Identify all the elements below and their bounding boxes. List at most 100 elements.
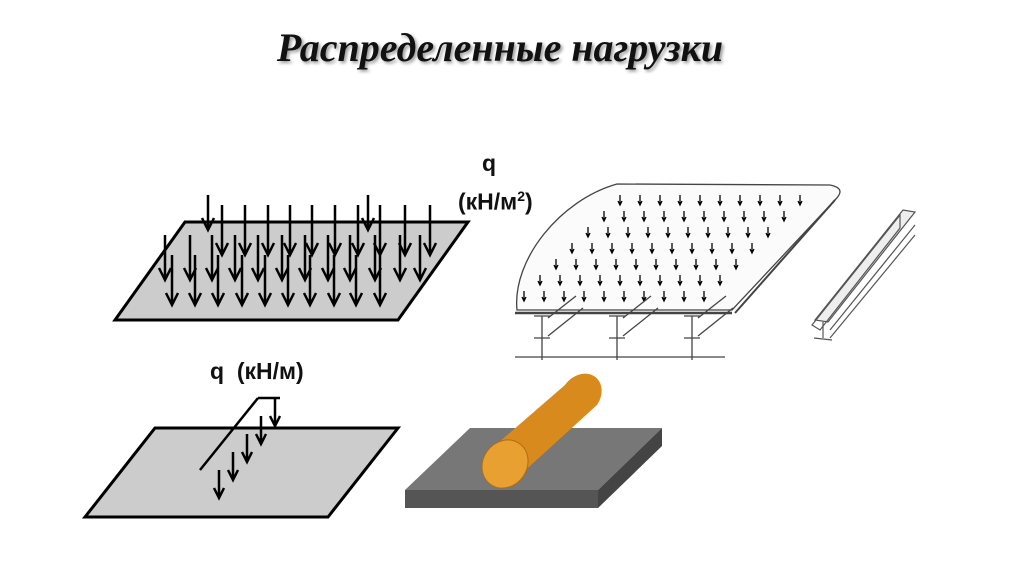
down-arrow-icon xyxy=(212,470,226,501)
small-arrow-icon xyxy=(733,259,739,271)
unit-close: ) xyxy=(524,188,533,215)
small-arrow-icon xyxy=(633,259,639,271)
plate-with-cylinder xyxy=(405,373,662,508)
small-arrow-icon xyxy=(721,211,727,223)
i-beam-icon xyxy=(684,295,734,360)
small-arrow-icon xyxy=(553,259,559,271)
small-arrow-icon xyxy=(541,291,547,303)
small-arrow-icon xyxy=(741,211,747,223)
small-arrow-icon xyxy=(673,259,679,271)
down-arrow-icon xyxy=(260,205,276,258)
down-arrow-icon xyxy=(226,452,240,483)
small-arrow-icon xyxy=(681,291,687,303)
small-arrow-icon xyxy=(557,275,563,287)
slab-drawing xyxy=(515,183,841,360)
line-load-label: q (кН/м) xyxy=(210,358,304,384)
small-arrow-icon xyxy=(717,195,723,207)
small-arrow-icon xyxy=(521,291,527,303)
small-arrow-icon xyxy=(781,211,787,223)
small-arrow-icon xyxy=(689,243,695,255)
small-arrow-icon xyxy=(709,243,715,255)
small-arrow-icon xyxy=(681,211,687,223)
small-arrow-icon xyxy=(593,259,599,271)
small-arrow-icon xyxy=(561,291,567,303)
small-arrow-icon xyxy=(609,243,615,255)
small-arrow-icon xyxy=(661,211,667,223)
down-arrow-icon xyxy=(240,434,254,465)
small-arrow-icon xyxy=(737,195,743,207)
small-arrow-icon xyxy=(797,195,803,207)
down-arrow-icon xyxy=(157,235,173,283)
small-arrow-icon xyxy=(701,211,707,223)
small-arrow-icon xyxy=(761,211,767,223)
down-arrow-icon xyxy=(200,195,216,233)
small-arrow-icon xyxy=(589,243,595,255)
small-arrow-icon xyxy=(685,227,691,239)
small-arrow-icon xyxy=(573,259,579,271)
small-arrow-icon xyxy=(677,275,683,287)
small-arrow-icon xyxy=(637,275,643,287)
small-arrow-icon xyxy=(661,291,667,303)
small-arrow-icon xyxy=(669,243,675,255)
small-arrow-icon xyxy=(693,259,699,271)
small-arrow-icon xyxy=(613,259,619,271)
small-arrow-icon xyxy=(653,259,659,271)
line-load-arrows xyxy=(199,396,282,501)
i-beam-icon xyxy=(534,295,584,360)
small-arrow-icon xyxy=(621,291,627,303)
down-arrow-icon xyxy=(254,416,268,447)
small-arrow-icon xyxy=(729,243,735,255)
small-arrow-icon xyxy=(629,243,635,255)
small-arrow-icon xyxy=(597,275,603,287)
down-arrow-icon xyxy=(210,255,226,308)
small-arrow-icon xyxy=(649,243,655,255)
small-arrow-icon xyxy=(665,227,671,239)
down-arrow-icon xyxy=(214,205,230,258)
small-arrow-icon xyxy=(577,275,583,287)
small-arrow-icon xyxy=(697,275,703,287)
down-arrow-icon xyxy=(268,398,282,429)
area-load-arrows xyxy=(157,195,438,308)
down-arrow-icon xyxy=(234,255,250,308)
down-arrow-icon xyxy=(280,255,296,308)
down-arrow-icon xyxy=(250,235,266,283)
small-arrow-icon xyxy=(757,195,763,207)
down-arrow-icon xyxy=(187,255,203,308)
down-arrow-icon xyxy=(164,255,180,308)
down-arrow-icon xyxy=(392,235,408,283)
small-arrow-icon xyxy=(657,275,663,287)
down-arrow-icon xyxy=(320,235,336,283)
down-arrow-icon xyxy=(282,205,298,258)
small-arrow-icon xyxy=(765,227,771,239)
small-arrow-icon xyxy=(569,243,575,255)
down-arrow-icon xyxy=(302,255,318,308)
small-arrow-icon xyxy=(645,227,651,239)
line-load-plate xyxy=(81,426,402,519)
down-arrow-icon xyxy=(304,205,320,258)
down-arrow-icon xyxy=(274,235,290,283)
small-arrow-icon xyxy=(657,195,663,207)
down-arrow-icon xyxy=(237,205,253,258)
area-load-symbol: q xyxy=(482,150,497,176)
down-arrow-icon xyxy=(227,235,243,283)
small-arrow-icon xyxy=(617,275,623,287)
small-arrow-icon xyxy=(745,227,751,239)
down-arrow-icon xyxy=(204,235,220,283)
down-arrow-icon xyxy=(360,195,376,233)
down-arrow-icon xyxy=(372,255,388,308)
small-arrow-icon xyxy=(641,211,647,223)
small-arrow-icon xyxy=(617,195,623,207)
small-arrow-icon xyxy=(701,291,707,303)
small-arrow-icon xyxy=(705,227,711,239)
small-arrow-icon xyxy=(777,195,783,207)
slide-title: Распределенные нагрузки xyxy=(276,25,724,70)
small-arrow-icon xyxy=(585,227,591,239)
unit-text: (кН/м xyxy=(458,188,518,215)
small-arrow-icon xyxy=(581,291,587,303)
small-arrow-icon xyxy=(725,227,731,239)
i-beam-icon xyxy=(609,295,659,360)
down-arrow-icon xyxy=(422,205,438,258)
small-arrow-icon xyxy=(697,195,703,207)
small-arrow-icon xyxy=(637,195,643,207)
down-arrow-icon xyxy=(412,235,428,283)
